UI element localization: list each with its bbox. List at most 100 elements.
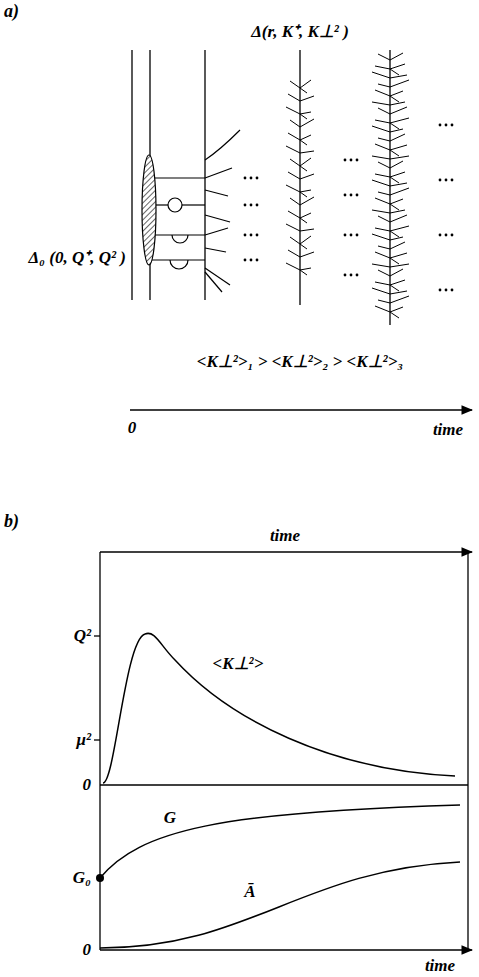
parton-fans — [286, 53, 409, 318]
dot — [356, 194, 359, 197]
parton-line — [390, 307, 403, 312]
parton-line — [300, 135, 311, 140]
parton-line — [300, 197, 314, 205]
dot — [244, 234, 247, 237]
tick-label: μ² — [76, 731, 91, 750]
parton-line — [286, 185, 300, 192]
parton-line — [286, 146, 300, 153]
parton-line — [300, 88, 307, 93]
parton-line — [372, 234, 390, 240]
dot — [445, 289, 448, 292]
dot — [256, 234, 259, 237]
parton-line — [375, 252, 390, 258]
dot — [350, 234, 353, 237]
parton-line — [375, 66, 390, 69]
parton-line — [390, 285, 399, 291]
parton-line — [378, 300, 390, 303]
parton-line — [300, 174, 314, 179]
curve-label: <K⊥²> — [213, 655, 264, 674]
tick-label: 0 — [83, 941, 92, 960]
parton-line — [390, 253, 407, 258]
dot — [439, 234, 442, 237]
parton-line — [390, 199, 403, 204]
dot — [344, 274, 347, 277]
parton-line — [300, 268, 311, 270]
parton-line — [390, 64, 405, 69]
curves — [100, 633, 460, 948]
parton-line — [290, 159, 300, 166]
parton-line — [300, 80, 311, 88]
dot — [350, 194, 353, 197]
dot — [250, 204, 253, 207]
parton-line — [390, 258, 399, 264]
parton-line — [300, 252, 314, 257]
parton-line — [378, 192, 390, 195]
parton-line — [286, 263, 300, 270]
parton-line — [378, 246, 390, 249]
parton-line — [390, 210, 405, 213]
parton-line — [300, 96, 314, 101]
parton-line — [390, 129, 403, 132]
parton-line — [390, 69, 399, 75]
parton-line — [375, 90, 390, 96]
parton-line — [390, 156, 409, 159]
dot — [445, 234, 448, 237]
parton-line — [378, 84, 390, 87]
amplitude-label: Δ(r, K⁺, K⊥² ) — [251, 23, 349, 42]
dot — [451, 179, 454, 182]
parton-line — [390, 102, 405, 105]
parton-line — [390, 264, 409, 267]
parton-line — [390, 188, 409, 195]
parton-line — [288, 211, 300, 218]
dot — [344, 234, 347, 237]
parton-line — [390, 280, 405, 285]
parton-line — [300, 236, 311, 244]
parton-line — [372, 180, 390, 186]
dot — [256, 177, 259, 180]
dot — [244, 177, 247, 180]
parton-line — [300, 229, 314, 231]
parton-line — [286, 224, 300, 231]
tick-label: 0 — [83, 776, 92, 795]
parton-line — [390, 204, 399, 210]
panel-label: a) — [4, 2, 19, 22]
tick-label: Q² — [74, 627, 91, 646]
parton-line — [288, 250, 300, 257]
parton-line — [372, 126, 390, 132]
parton-line — [390, 134, 405, 141]
parton-line — [372, 264, 390, 267]
parton-line — [375, 282, 390, 285]
tick-label: G₀ — [73, 869, 91, 888]
parton-line — [375, 174, 390, 177]
parton-line — [390, 150, 399, 156]
parton-line — [390, 75, 407, 78]
dot — [439, 179, 442, 182]
dot — [445, 124, 448, 127]
parton-line — [290, 120, 300, 127]
parton-line — [290, 198, 300, 205]
ordering-label: <K⊥²>₁ > <K⊥²>₂ > <K⊥²>₃ — [197, 353, 404, 372]
parton-line — [390, 291, 407, 294]
parton-line — [378, 162, 390, 168]
parton-line — [375, 228, 390, 231]
vertex-label: Δ₀ (0, Q⁺, Q² ) — [28, 249, 126, 268]
plot-frame — [94, 552, 472, 950]
parton-line — [375, 120, 390, 123]
dot — [451, 124, 454, 127]
first-branching — [150, 130, 240, 292]
parton-line — [300, 218, 307, 223]
parton-line — [390, 118, 409, 123]
parton-line — [300, 114, 307, 119]
parton-line — [288, 172, 300, 179]
parton-line — [300, 270, 307, 275]
axis-origin: 0 — [128, 419, 137, 438]
parton-line — [300, 112, 311, 114]
parton-line — [378, 216, 390, 222]
parton-line — [372, 288, 390, 294]
parton-line — [300, 213, 311, 218]
parton-line — [390, 183, 407, 186]
parton-line — [390, 53, 403, 60]
dot — [344, 194, 347, 197]
dot — [350, 159, 353, 162]
axis-title: time — [433, 421, 463, 440]
